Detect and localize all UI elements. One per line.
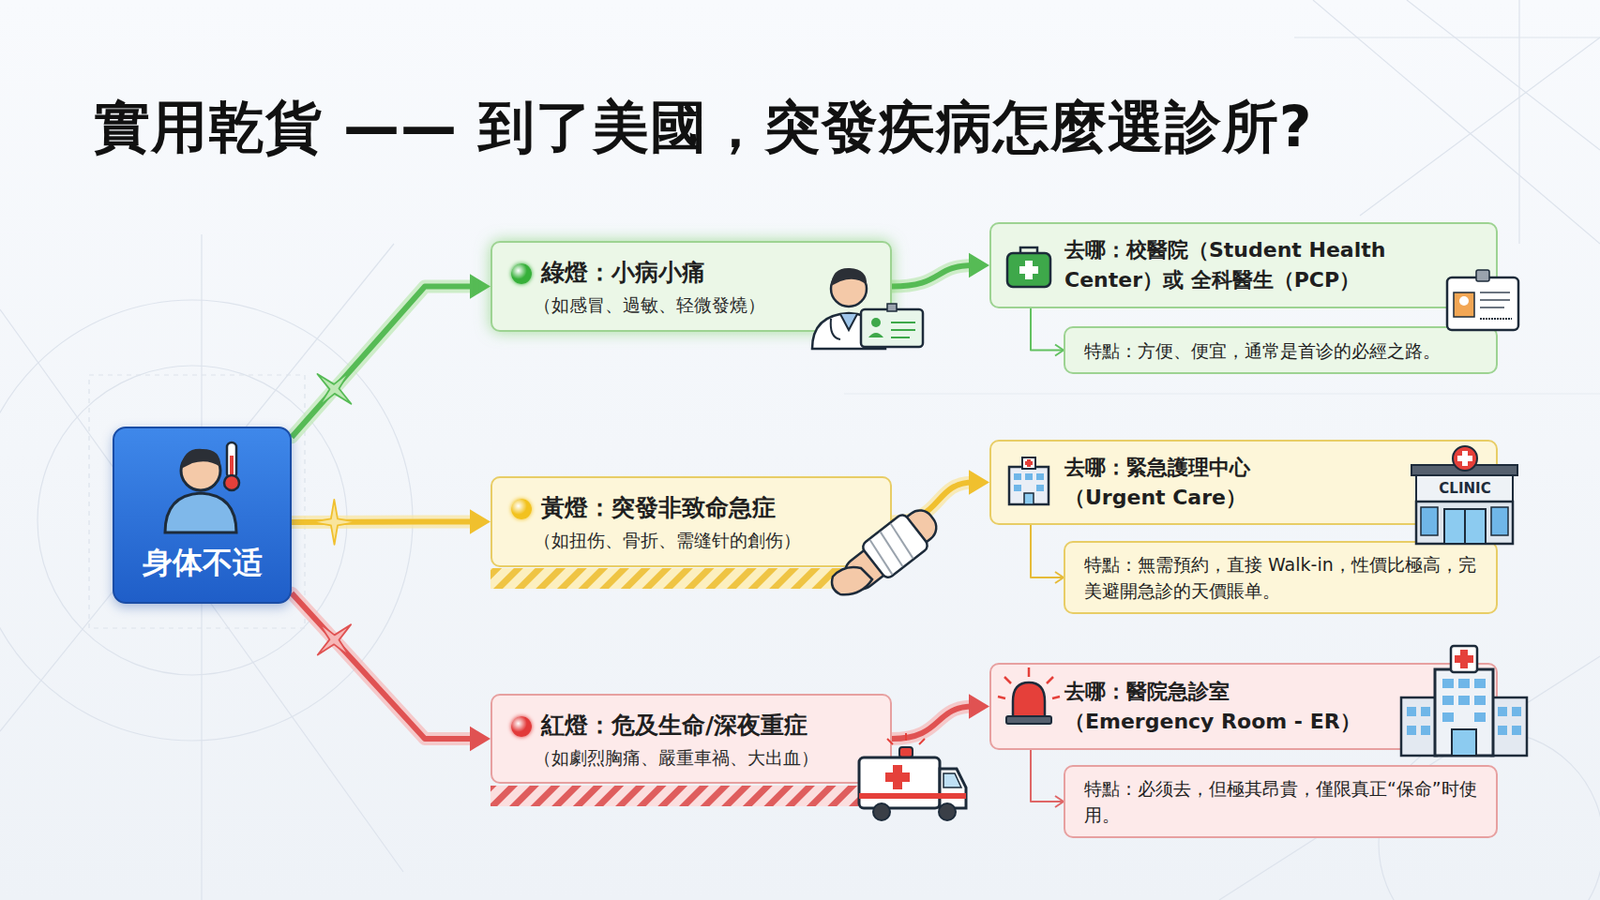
id-line <box>890 336 910 339</box>
bg-line <box>1406 0 1600 151</box>
badge-barcode <box>1479 317 1512 320</box>
connector-line <box>891 707 974 740</box>
box-heading: 特點：必须去，但極其昂貴，僅限真正“保命”时使用。 <box>1084 775 1483 829</box>
connector <box>1030 525 1064 584</box>
red-cross <box>892 765 903 790</box>
bg-line <box>1359 37 1600 216</box>
box-heading: 黃燈：突發非致命急症 <box>541 492 776 525</box>
connector <box>291 273 491 438</box>
connector-line <box>891 483 974 523</box>
hazard-stripe <box>490 568 859 589</box>
bg-line <box>1294 36 1600 38</box>
connector-glow <box>891 483 974 523</box>
connector <box>1030 750 1064 808</box>
arrow-head <box>968 694 990 719</box>
bg-line <box>0 243 394 732</box>
id-line <box>890 329 916 332</box>
destination-box: 去哪：緊急護理中心（Urgent Care） <box>989 439 1498 526</box>
ambulance-cab <box>939 769 967 809</box>
compass-star <box>316 372 351 407</box>
box-heading: 特點：無需預約，直接 Walk-in，性價比極高，完美避開急診的天價賬单。 <box>1084 551 1483 604</box>
connector-line <box>891 265 974 287</box>
arrow-head <box>968 253 990 278</box>
connector <box>291 593 491 753</box>
connector-glow <box>891 707 974 740</box>
window <box>1497 707 1508 717</box>
note-box: 特點：必须去，但極其昂貴，僅限真正“保命”时使用。 <box>1063 765 1498 839</box>
sign-label: CLINIC <box>1418 480 1512 498</box>
connector-line <box>291 286 475 438</box>
status-light <box>511 263 532 285</box>
box-heading: 去哪：緊急護理中心（Urgent Care） <box>1064 452 1328 514</box>
window <box>1497 725 1508 736</box>
siren-ray <box>905 733 907 741</box>
wheel <box>938 803 956 821</box>
note-box: 特點：方便、便宜，通常是首诊的必經之路。 <box>1063 326 1498 375</box>
box-heading: 去哪：校醫院（Student Health Center）或 全科醫生（PCP） <box>1064 235 1489 296</box>
window <box>1511 725 1522 736</box>
bg-rect <box>89 375 305 629</box>
connector <box>891 694 990 740</box>
connector-glow <box>291 286 475 438</box>
leader-line <box>1030 750 1064 802</box>
connector-line <box>291 593 475 740</box>
connector-glow <box>891 265 974 287</box>
leader-line <box>1030 308 1064 351</box>
arrow-head <box>469 509 491 534</box>
box-heading: 特點：方便、便宜，通常是首诊的必經之路。 <box>1084 337 1483 364</box>
bg-line <box>1313 0 1600 244</box>
condition-box: 綠燈：小病小痛（如感冒、過敏、轻微發燒） <box>490 241 892 333</box>
destination-box: 去哪：醫院急診室（Emergency Room - ER） <box>989 663 1498 751</box>
red-cross <box>1454 655 1474 664</box>
id-line <box>890 321 916 324</box>
compass-star <box>311 499 357 545</box>
connector <box>1030 308 1064 357</box>
status-light <box>511 716 532 738</box>
box-subtext: （如感冒、過敏、轻微發燒） <box>533 291 766 318</box>
title: 實用乾貨 —— 到了美國，突發疾病怎麼選診所? <box>93 91 1501 162</box>
box-heading: 紅燈：危及生命/深夜重症 <box>541 709 808 742</box>
status-light <box>511 498 532 520</box>
box-heading: 身体不适 <box>114 543 290 583</box>
siren-ray <box>919 739 925 745</box>
siren <box>899 747 913 758</box>
hand <box>831 567 873 595</box>
id-photo <box>868 332 884 338</box>
window <box>1511 707 1522 717</box>
note-box: 特點：無需預約，直接 Walk-in，性價比極高，完美避開急診的天價賬单。 <box>1063 541 1498 615</box>
connector <box>891 469 990 522</box>
condition-box: 黃燈：突發非致命急症（如扭伤、骨折、需缝针的創伤） <box>490 476 892 568</box>
connector <box>291 499 491 545</box>
start-box: 身体不适 <box>112 426 292 604</box>
connector <box>891 253 990 287</box>
box-heading: 綠燈：小病小痛 <box>541 256 706 289</box>
bg-line <box>844 392 1600 394</box>
box-subtext: （如劇烈胸痛、嚴重車禍、大出血） <box>533 744 819 771</box>
destination-box: 去哪：校醫院（Student Health Center）或 全科醫生（PCP） <box>989 222 1498 309</box>
bg-line <box>1518 0 1520 244</box>
arrow-head <box>1055 796 1064 808</box>
ambulance-window <box>943 773 962 788</box>
arrow-head <box>1055 345 1064 357</box>
arrow-head <box>1055 572 1064 584</box>
connector-glow <box>291 593 475 740</box>
compass-star <box>317 623 351 657</box>
leader-line <box>1030 525 1064 578</box>
arrow-head <box>469 726 491 752</box>
arrow-head <box>968 469 990 495</box>
hazard-stripe <box>490 785 859 807</box>
ambulance-stripe <box>859 793 967 800</box>
box-heading: 去哪：醫院急診室（Emergency Room - ER） <box>1064 677 1374 738</box>
arrow-head <box>469 273 491 299</box>
wheel <box>873 803 891 821</box>
box-subtext: （如扭伤、骨折、需缝针的創伤） <box>533 527 801 554</box>
condition-box: 紅燈：危及生命/深夜重症（如劇烈胸痛、嚴重車禍、大出血） <box>490 694 892 785</box>
